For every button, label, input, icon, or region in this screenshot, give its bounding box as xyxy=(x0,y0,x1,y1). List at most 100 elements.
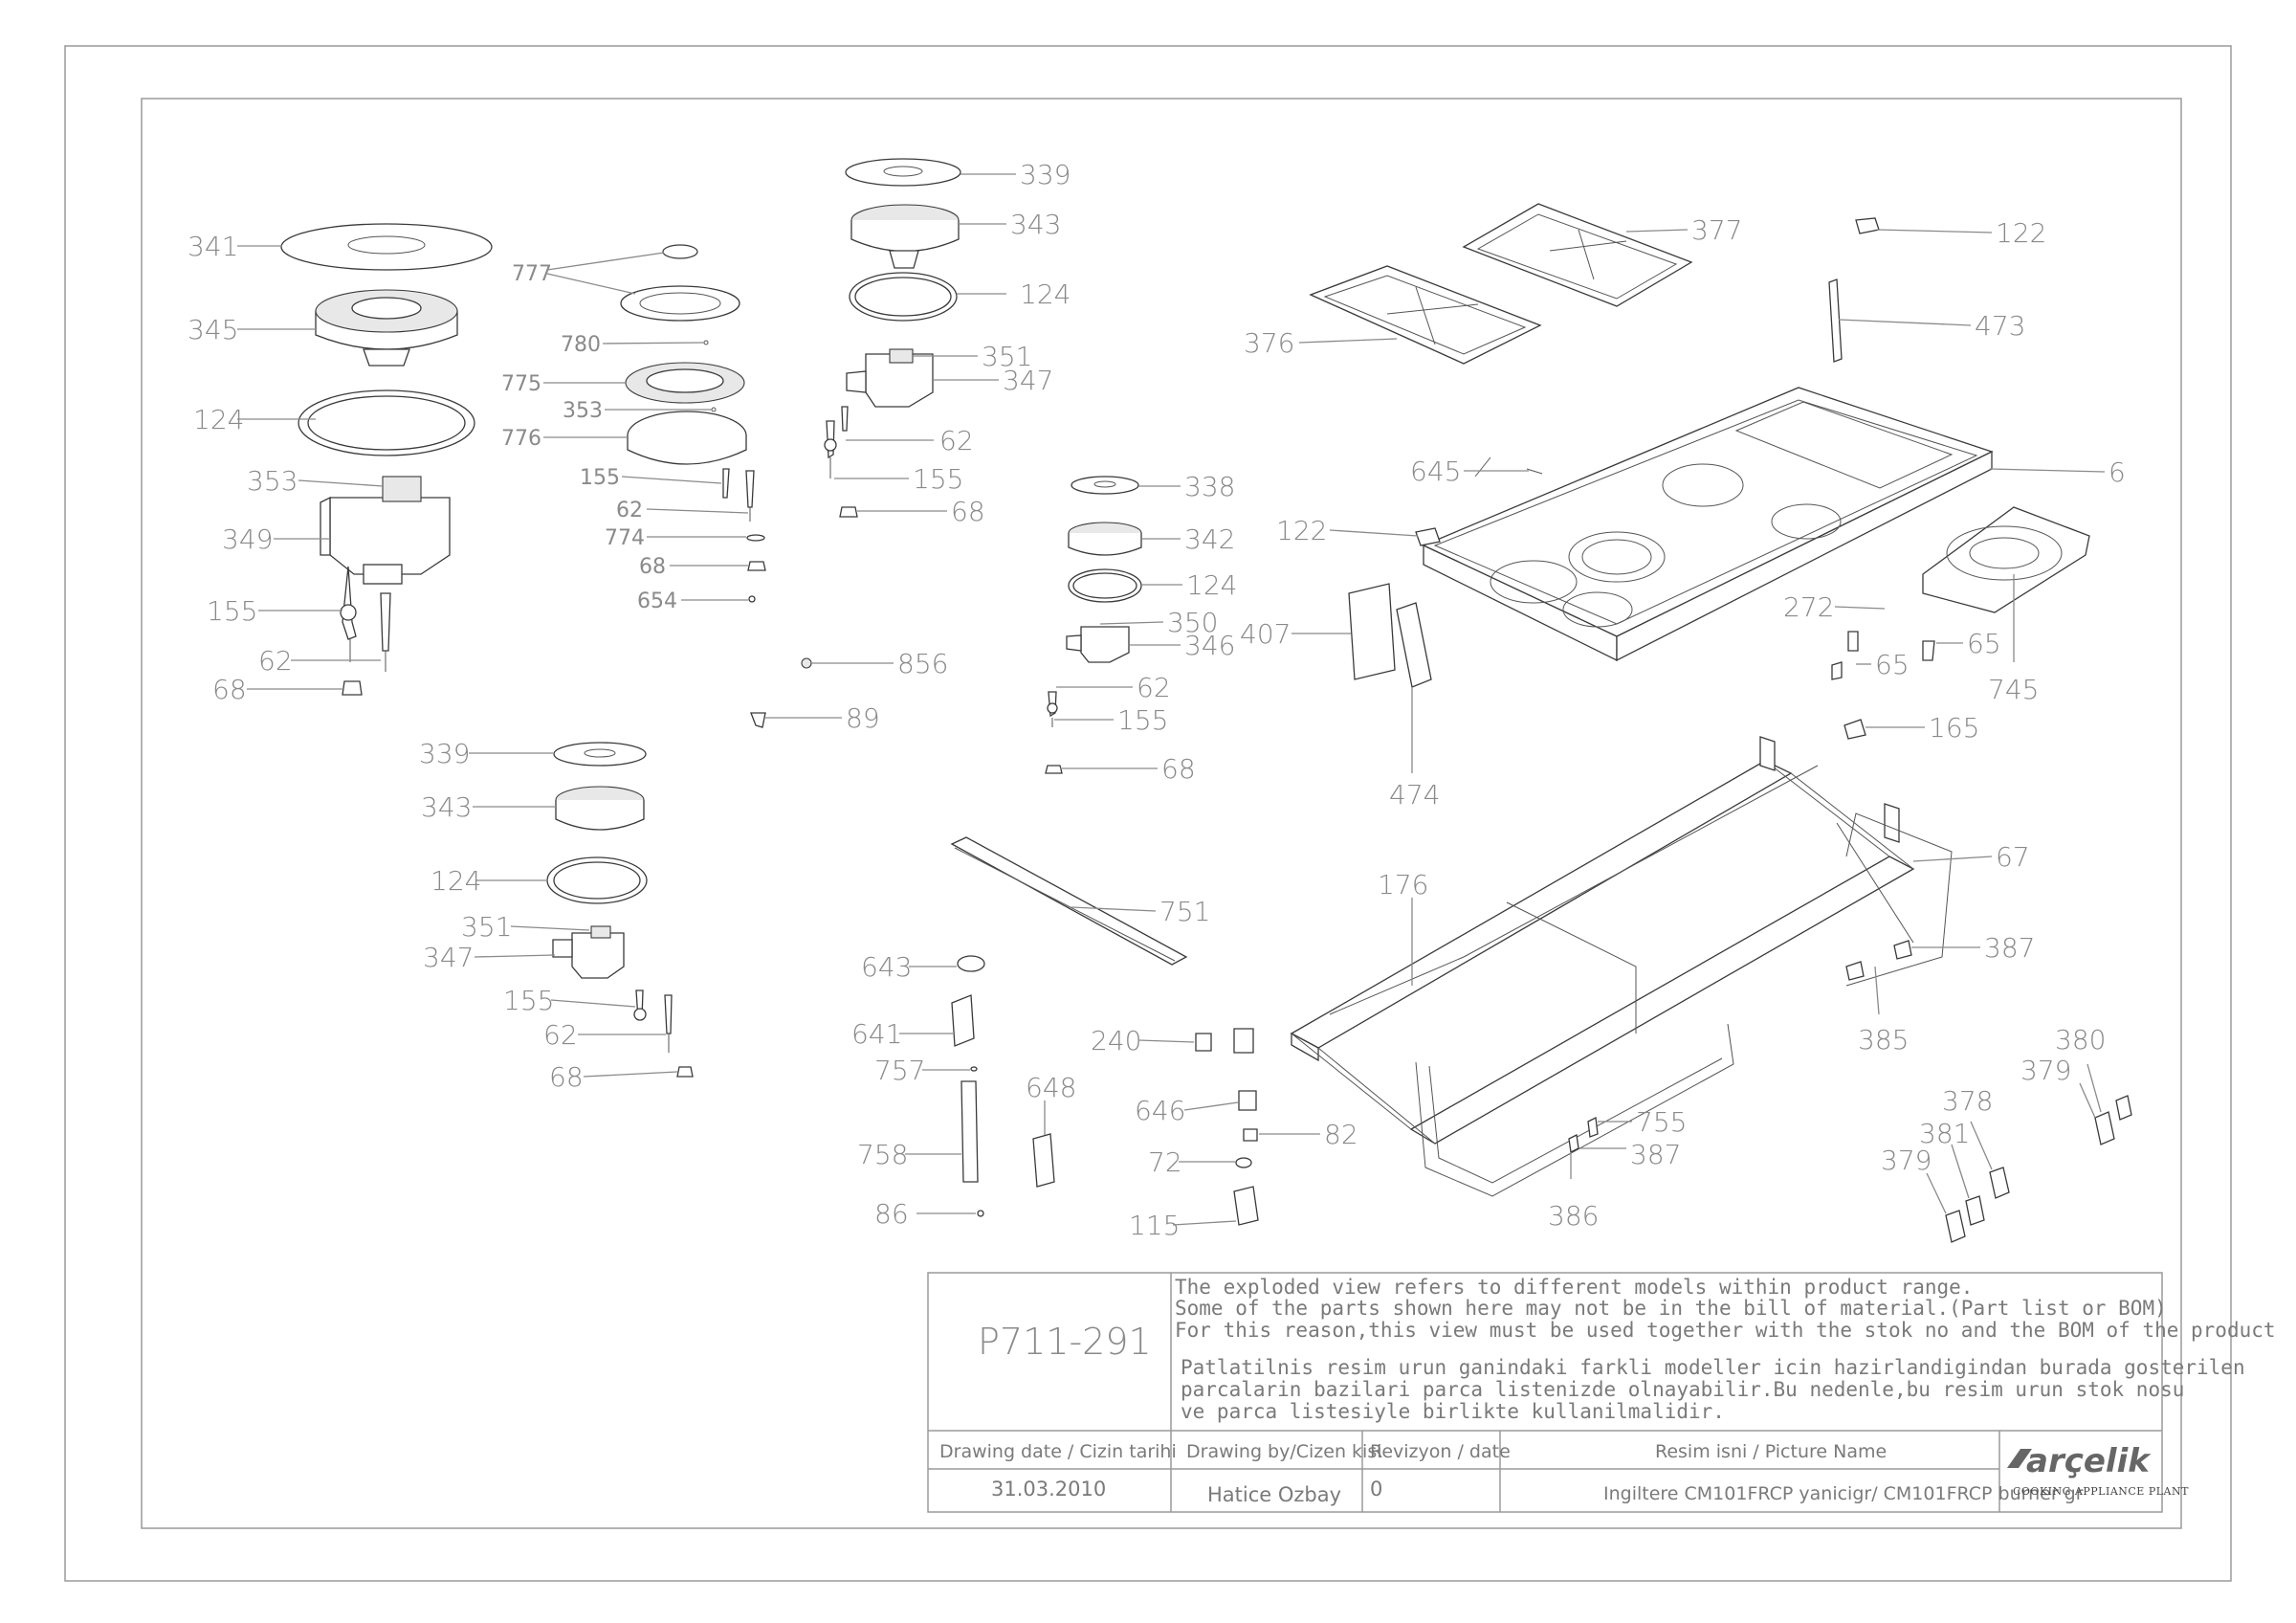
part-label: 155 xyxy=(580,466,620,490)
part-label: 646 xyxy=(1135,1095,1185,1126)
part-label: 353 xyxy=(247,465,298,497)
part-label: 349 xyxy=(222,523,273,555)
part-label: 124 xyxy=(1020,278,1071,310)
part-label: 155 xyxy=(503,985,554,1016)
burner-group-small xyxy=(1045,476,1142,774)
brand-logo-icon xyxy=(2007,1449,2032,1468)
part-label: 62 xyxy=(939,425,974,456)
part-label: 381 xyxy=(1919,1118,1970,1149)
part-label: 351 xyxy=(982,341,1032,372)
burner-group-large xyxy=(280,223,493,696)
part-label: 379 xyxy=(2020,1055,2071,1086)
part-label: 380 xyxy=(2055,1024,2106,1056)
part-label: 351 xyxy=(461,911,512,943)
part-label: 379 xyxy=(1881,1145,1932,1176)
part-label: 122 xyxy=(1996,217,2046,249)
part-label: 407 xyxy=(1240,618,1291,650)
note-en-line: Some of the parts shown here may not be … xyxy=(1175,1297,2167,1320)
part-label: 155 xyxy=(913,463,963,495)
part-label: 377 xyxy=(1691,214,1742,246)
part-label: 648 xyxy=(1026,1072,1076,1103)
part-label: 378 xyxy=(1942,1085,1993,1117)
part-label: 758 xyxy=(857,1139,908,1170)
drawing-number: P711-291 xyxy=(978,1321,1152,1363)
part-label: 641 xyxy=(851,1018,902,1050)
part-label: 776 xyxy=(501,427,541,451)
part-label: 122 xyxy=(1276,515,1327,546)
part-label: 86 xyxy=(874,1198,909,1230)
part-label: 341 xyxy=(188,231,238,262)
part-label: 89 xyxy=(846,702,880,734)
drawn-by-value: Hatice Ozbay xyxy=(1207,1483,1341,1506)
part-label: 62 xyxy=(1137,672,1171,703)
part-label: 385 xyxy=(1858,1024,1909,1056)
part-label: 347 xyxy=(1003,365,1053,396)
drawing-date-header: Drawing date / Cizin tarihi xyxy=(939,1441,1177,1462)
part-label: 473 xyxy=(1975,310,2025,342)
part-label: 353 xyxy=(563,399,603,423)
picture-name-header: Resim isni / Picture Name xyxy=(1655,1441,1887,1462)
part-label: 654 xyxy=(637,589,677,613)
part-label: 240 xyxy=(1091,1025,1141,1056)
part-label: 124 xyxy=(430,865,481,897)
note-en-line: For this reason,this view must be used t… xyxy=(1175,1319,2276,1342)
part-label: 856 xyxy=(897,648,948,679)
part-label: 347 xyxy=(423,942,474,973)
part-label: 62 xyxy=(543,1019,578,1051)
part-label: 65 xyxy=(1967,628,2001,659)
rail-751 xyxy=(950,836,1188,966)
part-label: 645 xyxy=(1410,456,1461,487)
note-en-line: The exploded view refers to different mo… xyxy=(1175,1276,1973,1299)
plant-name: COOKING APPLIANCE PLANT xyxy=(2013,1485,2189,1498)
part-label: 68 xyxy=(212,674,247,705)
part-label: 780 xyxy=(561,333,601,357)
part-label: 643 xyxy=(861,951,912,983)
inner-frame xyxy=(141,98,2182,1529)
outer-frame xyxy=(64,45,2232,1582)
part-label: 755 xyxy=(1636,1106,1687,1138)
note-tr-line: parcalarin bazilari parca listenizde oln… xyxy=(1181,1378,2184,1401)
part-label: 474 xyxy=(1389,779,1440,811)
note-tr-line: Patlatilnis resim urun ganindaki farkli … xyxy=(1181,1356,2245,1379)
note-tr-line: ve parca listesiyle birlikte kullanilmal… xyxy=(1181,1400,1725,1423)
part-label: 346 xyxy=(1184,630,1235,661)
part-label: 72 xyxy=(1148,1146,1182,1178)
picture-name-value: Ingiltere CM101FRCP yanicigr/ CM101FRCP … xyxy=(1603,1483,2084,1504)
part-label: 774 xyxy=(605,526,645,550)
part-label: 757 xyxy=(874,1055,925,1086)
burner-group-triple-ring xyxy=(620,244,766,603)
part-label: 339 xyxy=(419,738,470,769)
revision-header: Revizyon / date xyxy=(1370,1441,1511,1462)
part-label: 272 xyxy=(1783,591,1834,623)
part-label: 775 xyxy=(501,372,541,396)
small-fittings-856-89 xyxy=(750,657,812,728)
title-block: P711-291 The exploded view refers to dif… xyxy=(927,1272,2276,1513)
revision-value: 0 xyxy=(1370,1478,1382,1501)
part-label: 62 xyxy=(616,499,643,522)
burner-group-lower-left xyxy=(546,742,694,1078)
part-label: 343 xyxy=(421,791,472,823)
part-label: 376 xyxy=(1244,327,1294,359)
pan-supports xyxy=(1309,203,1693,365)
drawing-date-value: 31.03.2010 xyxy=(991,1478,1106,1501)
part-label: 176 xyxy=(1378,869,1428,900)
gas-frame xyxy=(1290,736,1953,1197)
part-label: 387 xyxy=(1984,932,2035,964)
part-label: 82 xyxy=(1324,1119,1358,1150)
part-label: 155 xyxy=(207,595,257,627)
part-label: 165 xyxy=(1929,712,1979,744)
part-label: 124 xyxy=(193,404,244,435)
part-label: 342 xyxy=(1184,523,1235,555)
hob-top-plate xyxy=(1422,387,1994,662)
part-label: 345 xyxy=(188,314,238,345)
part-label: 343 xyxy=(1010,209,1061,240)
part-label: 745 xyxy=(1988,674,2039,705)
part-label: 67 xyxy=(1996,841,2030,873)
part-label: 68 xyxy=(1161,753,1196,785)
part-label: 155 xyxy=(1117,704,1168,736)
part-label: 68 xyxy=(951,496,985,527)
part-label: 68 xyxy=(639,555,666,579)
part-label: 115 xyxy=(1129,1210,1180,1241)
burner-group-top-center xyxy=(824,158,961,518)
part-label: 62 xyxy=(258,645,293,677)
